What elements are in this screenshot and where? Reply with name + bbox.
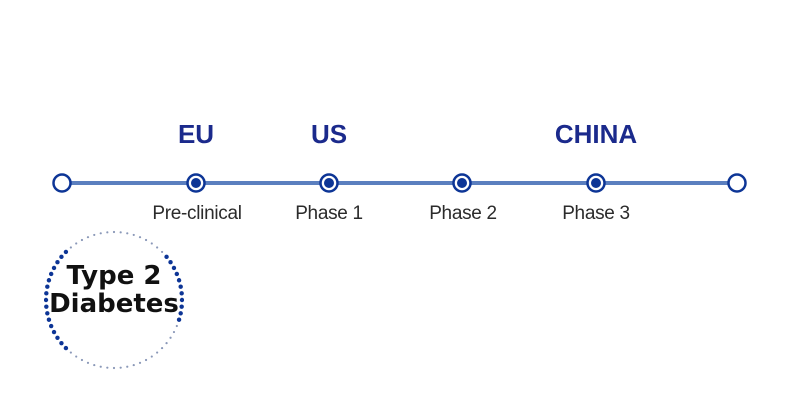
region-label-us: US	[310, 119, 348, 149]
stage-node-phase-1	[319, 173, 339, 193]
phase-label-phase-3: Phase 3	[562, 203, 630, 224]
indication-badge: Type 2 Diabetes	[44, 230, 184, 370]
dotted-circle-icon	[44, 230, 184, 370]
phase-label-phase-1: Phase 1	[295, 203, 363, 224]
stage-node-phase-3	[586, 173, 606, 193]
stage-node-phase-2	[452, 173, 472, 193]
region-label-china: CHINA	[554, 119, 638, 149]
phase-label-pre-clinical: Pre-clinical	[152, 203, 242, 224]
indication-label-line-2: Diabetes	[49, 289, 179, 319]
region-label-eu: EU	[177, 119, 215, 149]
indication-label-line-1: Type 2	[66, 261, 162, 291]
timeline-start-node	[52, 173, 72, 193]
indication-label: Type 2 Diabetes	[38, 262, 190, 318]
stage-node-pre-clinical	[186, 173, 206, 193]
phase-label-phase-2: Phase 2	[429, 203, 497, 224]
timeline-end-node	[727, 173, 747, 193]
